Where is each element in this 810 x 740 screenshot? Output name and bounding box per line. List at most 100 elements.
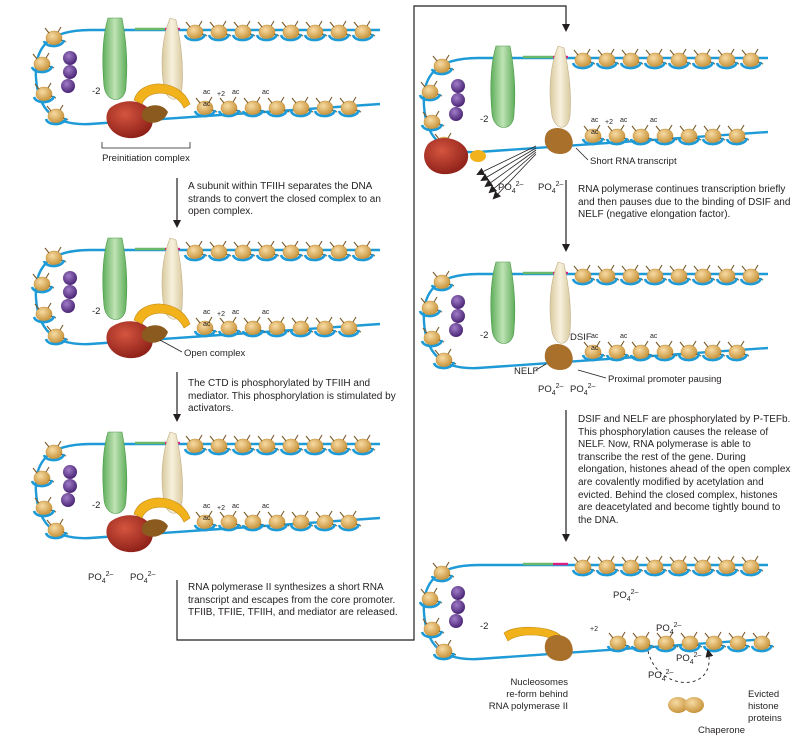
acetyl-mark: ac: [591, 117, 599, 124]
release-arrow-2: [484, 149, 537, 188]
acetyl-mark: ac: [203, 503, 211, 510]
evicted-histone: [684, 697, 704, 713]
connector-to-right-column: [176, 5, 570, 641]
phosphate-1: PO42–: [88, 571, 114, 585]
nucleosome-top-4: [279, 20, 304, 42]
acetyl-mark: ac: [203, 309, 211, 316]
activator-1: [63, 65, 77, 79]
activator-0: [63, 51, 77, 65]
activator-0: [63, 465, 77, 479]
activator-0: [451, 586, 465, 600]
mediator: [102, 237, 128, 320]
nucleosome-top-1: [595, 555, 620, 577]
release-arrow-3: [488, 151, 537, 194]
nucleosome-bottom-6: [725, 340, 750, 362]
nucleosome-bottom-4: [677, 124, 702, 146]
nucleosome-top-0: [571, 48, 596, 70]
nucleosome-top-3: [255, 20, 280, 42]
acetyl-mark: ac: [203, 89, 211, 96]
charge-plus2: +2: [605, 119, 613, 126]
activator-0: [451, 295, 465, 309]
tfiih: [133, 83, 191, 109]
nucleosome-bottom-4: [289, 316, 314, 338]
nucleosome-top-5: [691, 264, 716, 286]
phosphate-2: PO42–: [538, 181, 564, 195]
nucleosome-bottom-3: [265, 510, 290, 532]
activator-2: [449, 614, 463, 628]
nucleosome-bottom-0: [193, 510, 218, 532]
nucleosome-left-2: [32, 496, 57, 518]
acetyl-mark: ac: [650, 333, 658, 340]
flow-arrows: [173, 5, 570, 641]
nucleosome-left-3: [44, 324, 69, 346]
nucleosome-top-0: [183, 20, 208, 42]
nucleosome-bottom-3: [265, 96, 290, 118]
activator-2: [61, 299, 75, 313]
chaperone-complex: [668, 697, 688, 713]
nucleosome-left-3: [432, 348, 457, 370]
nucleosome-top-4: [279, 434, 304, 456]
nucleosome-bottom-5: [701, 124, 726, 146]
nucleosome-bottom-6: [725, 124, 750, 146]
phosphate-3: PO42–: [676, 652, 702, 666]
nucleosome-bottom-3: [678, 631, 703, 653]
nucleosome-top-6: [715, 264, 740, 286]
release-arrow-4: [492, 153, 537, 200]
label-evicted-1: Evicted: [748, 689, 779, 700]
phosphate-2: PO42–: [570, 383, 596, 397]
nucleosome-top-6: [715, 48, 740, 70]
label-nucleosomes-reform-3: RNA polymerase II: [489, 701, 568, 712]
nucleosome-left-2: [420, 617, 445, 639]
acetyl-mark: ac: [650, 117, 658, 124]
nucleosome-bottom-2: [241, 510, 266, 532]
charge-plus2: +2: [217, 505, 225, 512]
dna-strand: [34, 28, 381, 126]
release-arrow-1: [480, 147, 537, 182]
label-open-complex: Open complex: [184, 348, 246, 359]
nucleosome-left-1: [418, 80, 443, 102]
nucleosome-bottom-2: [629, 340, 654, 362]
acetyl-mark: ac: [620, 117, 628, 124]
nucleosome-top-0: [571, 264, 596, 286]
nucleosome-bottom-5: [701, 340, 726, 362]
label-evicted-2: histone: [748, 701, 779, 712]
nucleosome-left-0: [430, 54, 455, 76]
dna-strand: [422, 272, 769, 370]
nucleosome-top-2: [231, 240, 256, 262]
nucleosome-bottom-1: [630, 631, 655, 653]
nucleosome-left-3: [44, 104, 69, 126]
acetyl-mark: ac: [262, 309, 270, 316]
nucleosome-bottom-0: [193, 316, 218, 338]
nucleosome-bottom-1: [605, 340, 630, 362]
charge-minus2: -2: [92, 86, 100, 97]
nucleosome-bottom-5: [726, 631, 751, 653]
acetyl-mark: ac: [203, 515, 211, 522]
nucleosome-left-2: [32, 82, 57, 104]
label-preinitiation-complex: Preinitiation complex: [102, 153, 190, 164]
phosphate-1: PO42–: [538, 383, 564, 397]
nucleosome-top-3: [643, 555, 668, 577]
nucleosome-bottom-5: [313, 316, 338, 338]
nucleosome-top-1: [595, 264, 620, 286]
acetyl-mark: ac: [620, 333, 628, 340]
tfiid: [161, 17, 183, 100]
tfiid: [549, 45, 571, 128]
nucleosome-left-1: [30, 466, 55, 488]
nucleosome-top-1: [595, 48, 620, 70]
nucleosome-top-4: [667, 555, 692, 577]
activator-0: [451, 79, 465, 93]
label-evicted-3: proteins: [748, 713, 782, 724]
tfiid: [549, 261, 571, 344]
nucleosome-bottom-4: [289, 96, 314, 118]
nucleosome-top-1: [207, 434, 232, 456]
nucleosome-top-6: [327, 240, 352, 262]
activator-2: [449, 107, 463, 121]
tfiih: [133, 497, 191, 523]
activator-0: [63, 271, 77, 285]
nucleosome-left-2: [420, 326, 445, 348]
caption-step-4: RNA polymerase continues transcription b…: [578, 184, 791, 221]
